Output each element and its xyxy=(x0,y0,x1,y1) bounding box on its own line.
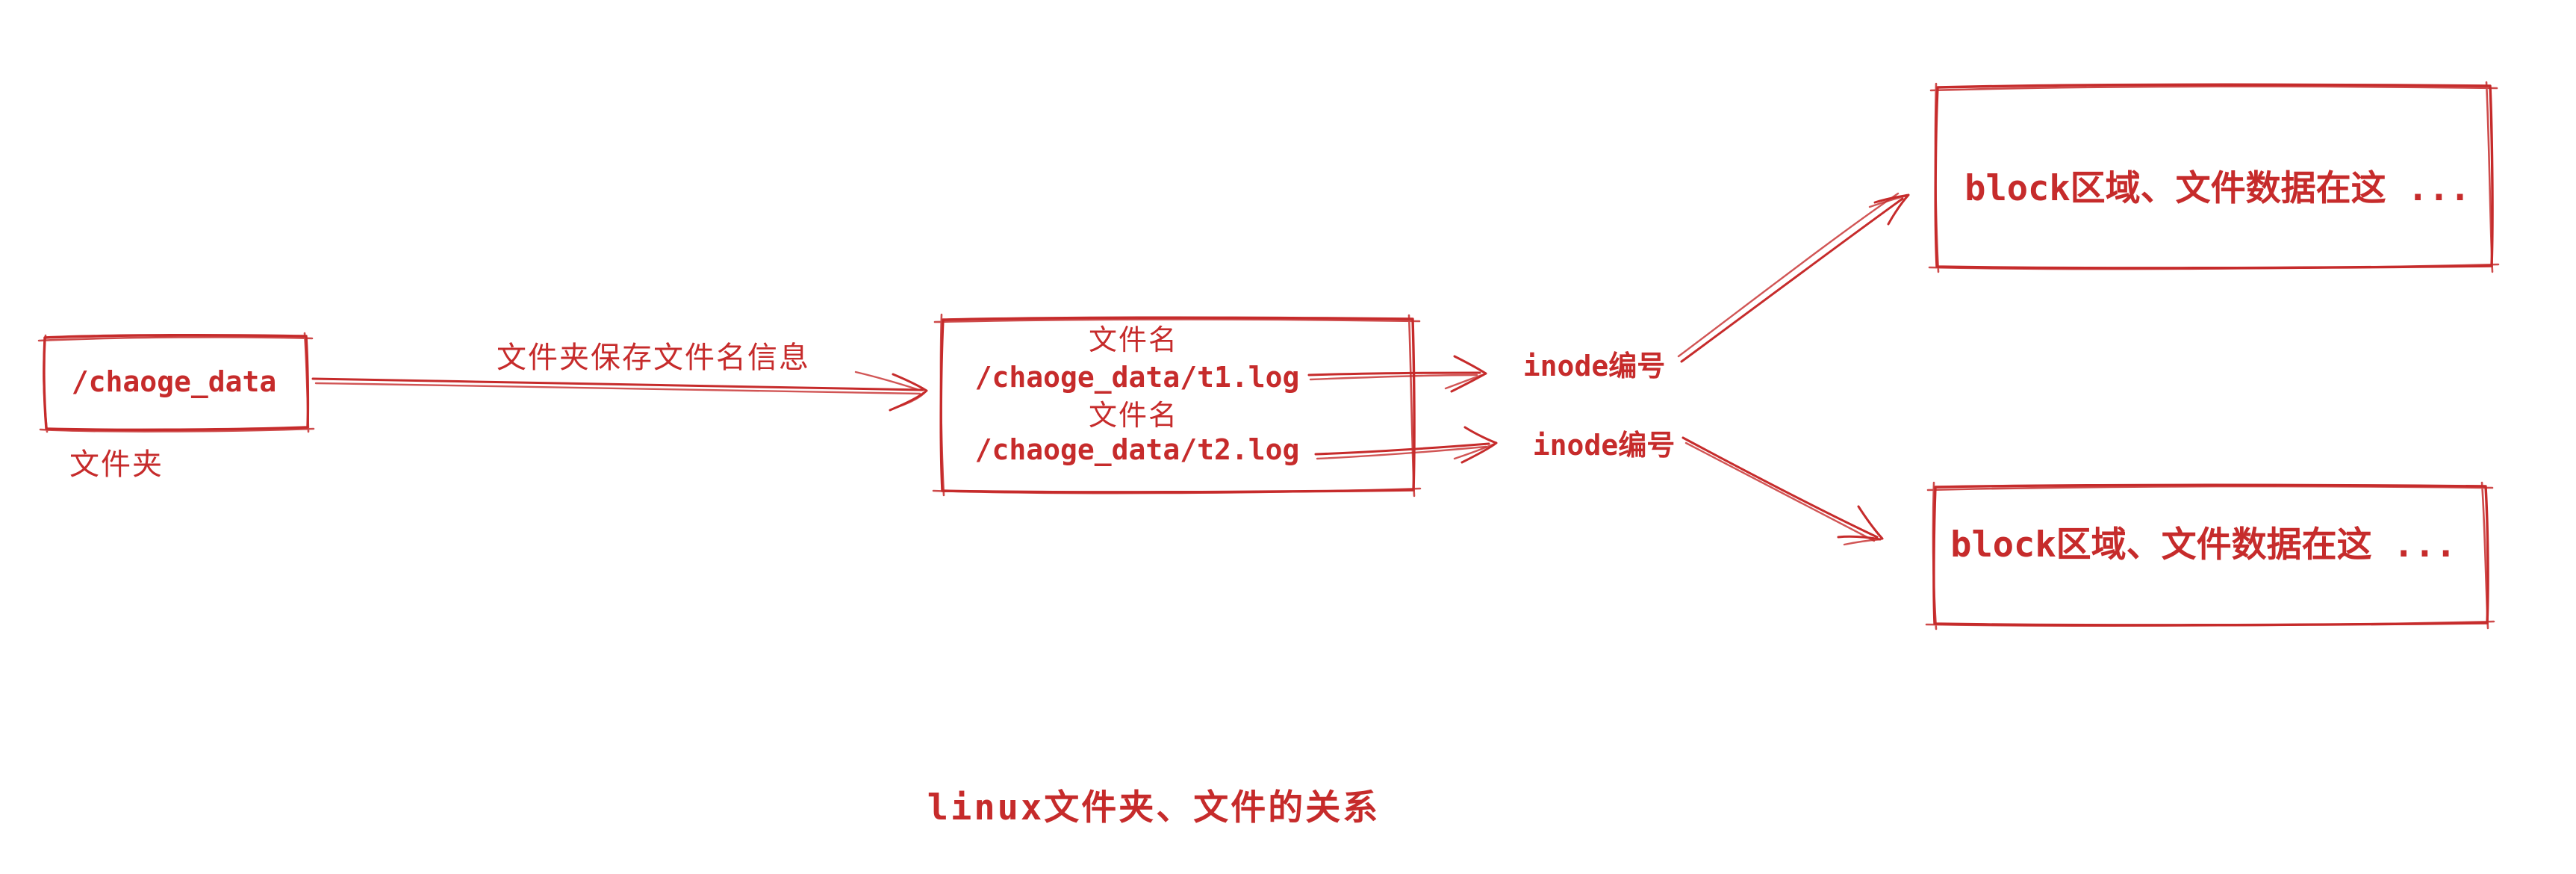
arrow-t2-to-inode2 xyxy=(1314,426,1498,464)
file-entry-path: /chaoge_data/t2.log xyxy=(974,433,1300,467)
inode-label-1: inode编号 xyxy=(1522,350,1666,383)
files-box xyxy=(932,313,1422,498)
block-box-1-label: block区域、文件数据在这 ... xyxy=(1964,167,2471,209)
file-entry-name-label: 文件名 xyxy=(1088,399,1179,433)
block-box-1 xyxy=(1928,81,2500,273)
file-entry-name-label: 文件名 xyxy=(1088,323,1179,357)
block-box-2 xyxy=(1925,481,2495,630)
arrow-t1-to-inode1 xyxy=(1307,355,1487,393)
arrow-inode1-to-block1 xyxy=(1677,192,1910,363)
arrow-label: 文件夹保存文件名信息 xyxy=(497,341,810,375)
inode-label-2: inode编号 xyxy=(1532,429,1676,462)
folder-box xyxy=(37,332,315,433)
folder-box-label: /chaoge_data xyxy=(71,365,277,399)
block-box-2-label: block区域、文件数据在这 ... xyxy=(1950,524,2457,565)
arrow-folder-to-files xyxy=(311,371,928,412)
arrow-inode2-to-block2 xyxy=(1681,436,1884,546)
folder-caption: 文件夹 xyxy=(69,447,164,482)
file-entry-path: /chaoge_data/t1.log xyxy=(974,361,1300,394)
diagram-title: linux文件夹、文件的关系 xyxy=(927,787,1381,828)
